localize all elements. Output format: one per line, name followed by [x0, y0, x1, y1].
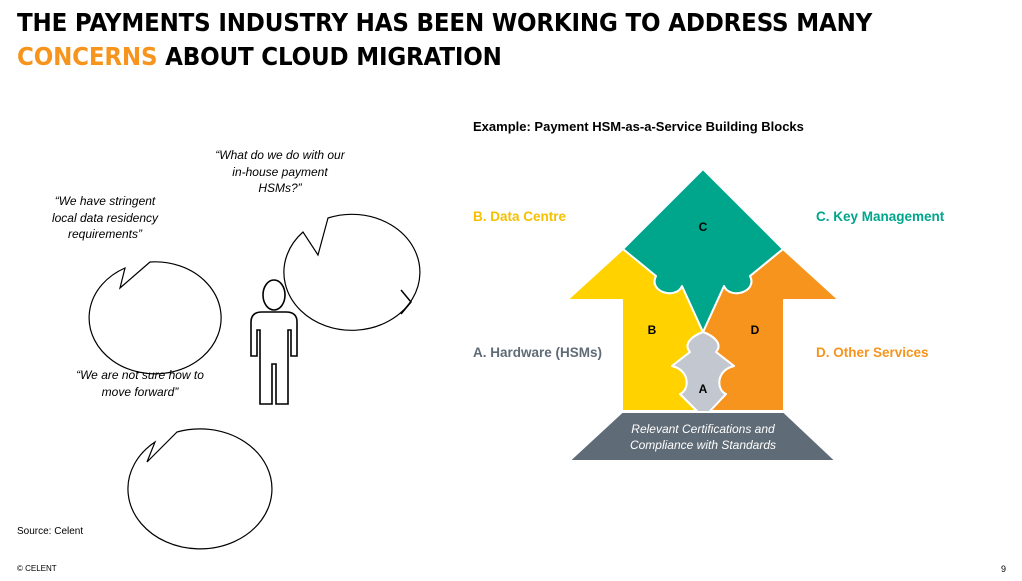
building-blocks-diagram: [566, 168, 840, 462]
speech-bubble-1: [88, 261, 222, 375]
bubble-2-text: “What do we do with our in-house payment…: [215, 148, 345, 195]
title-text: THE PAYMENTS INDUSTRY HAS BEEN WORKING T…: [17, 8, 873, 37]
copyright: © CELENT: [17, 564, 57, 573]
piece-a-label: A: [699, 382, 708, 396]
page-number: 9: [1000, 564, 1006, 574]
compliance-base: [568, 411, 837, 462]
title-accent: CONCERNS: [17, 42, 158, 71]
label-hardware: A. Hardware (HSMs): [473, 345, 603, 360]
bubble-1-text: “We have stringent local data residency …: [51, 194, 159, 241]
person-icon: [250, 279, 298, 405]
bubble-3-text: “We are not sure how to move forward”: [76, 368, 204, 399]
piece-c: [622, 168, 784, 333]
label-key-management: C. Key Management: [816, 209, 945, 224]
title-text-end: ABOUT CLOUD MIGRATION: [157, 42, 502, 71]
label-data-centre: B. Data Centre: [473, 209, 567, 224]
piece-c-label: C: [699, 220, 708, 234]
label-other-services: D. Other Services: [816, 345, 929, 360]
base-text-line2: Compliance with Standards: [630, 438, 776, 452]
speech-bubble-3: [127, 428, 273, 550]
page-title: THE PAYMENTS INDUSTRY HAS BEEN WORKING T…: [17, 6, 928, 74]
chevron-right-icon: [400, 289, 412, 315]
base-text-line1: Relevant Certifications and: [631, 422, 775, 436]
diagram-subtitle: Example: Payment HSM-as-a-Service Buildi…: [473, 119, 804, 134]
source-note: Source: Celent: [17, 526, 84, 537]
piece-d-label: D: [751, 323, 760, 337]
speech-bubble-2: [283, 213, 421, 331]
piece-b-label: B: [648, 323, 657, 337]
